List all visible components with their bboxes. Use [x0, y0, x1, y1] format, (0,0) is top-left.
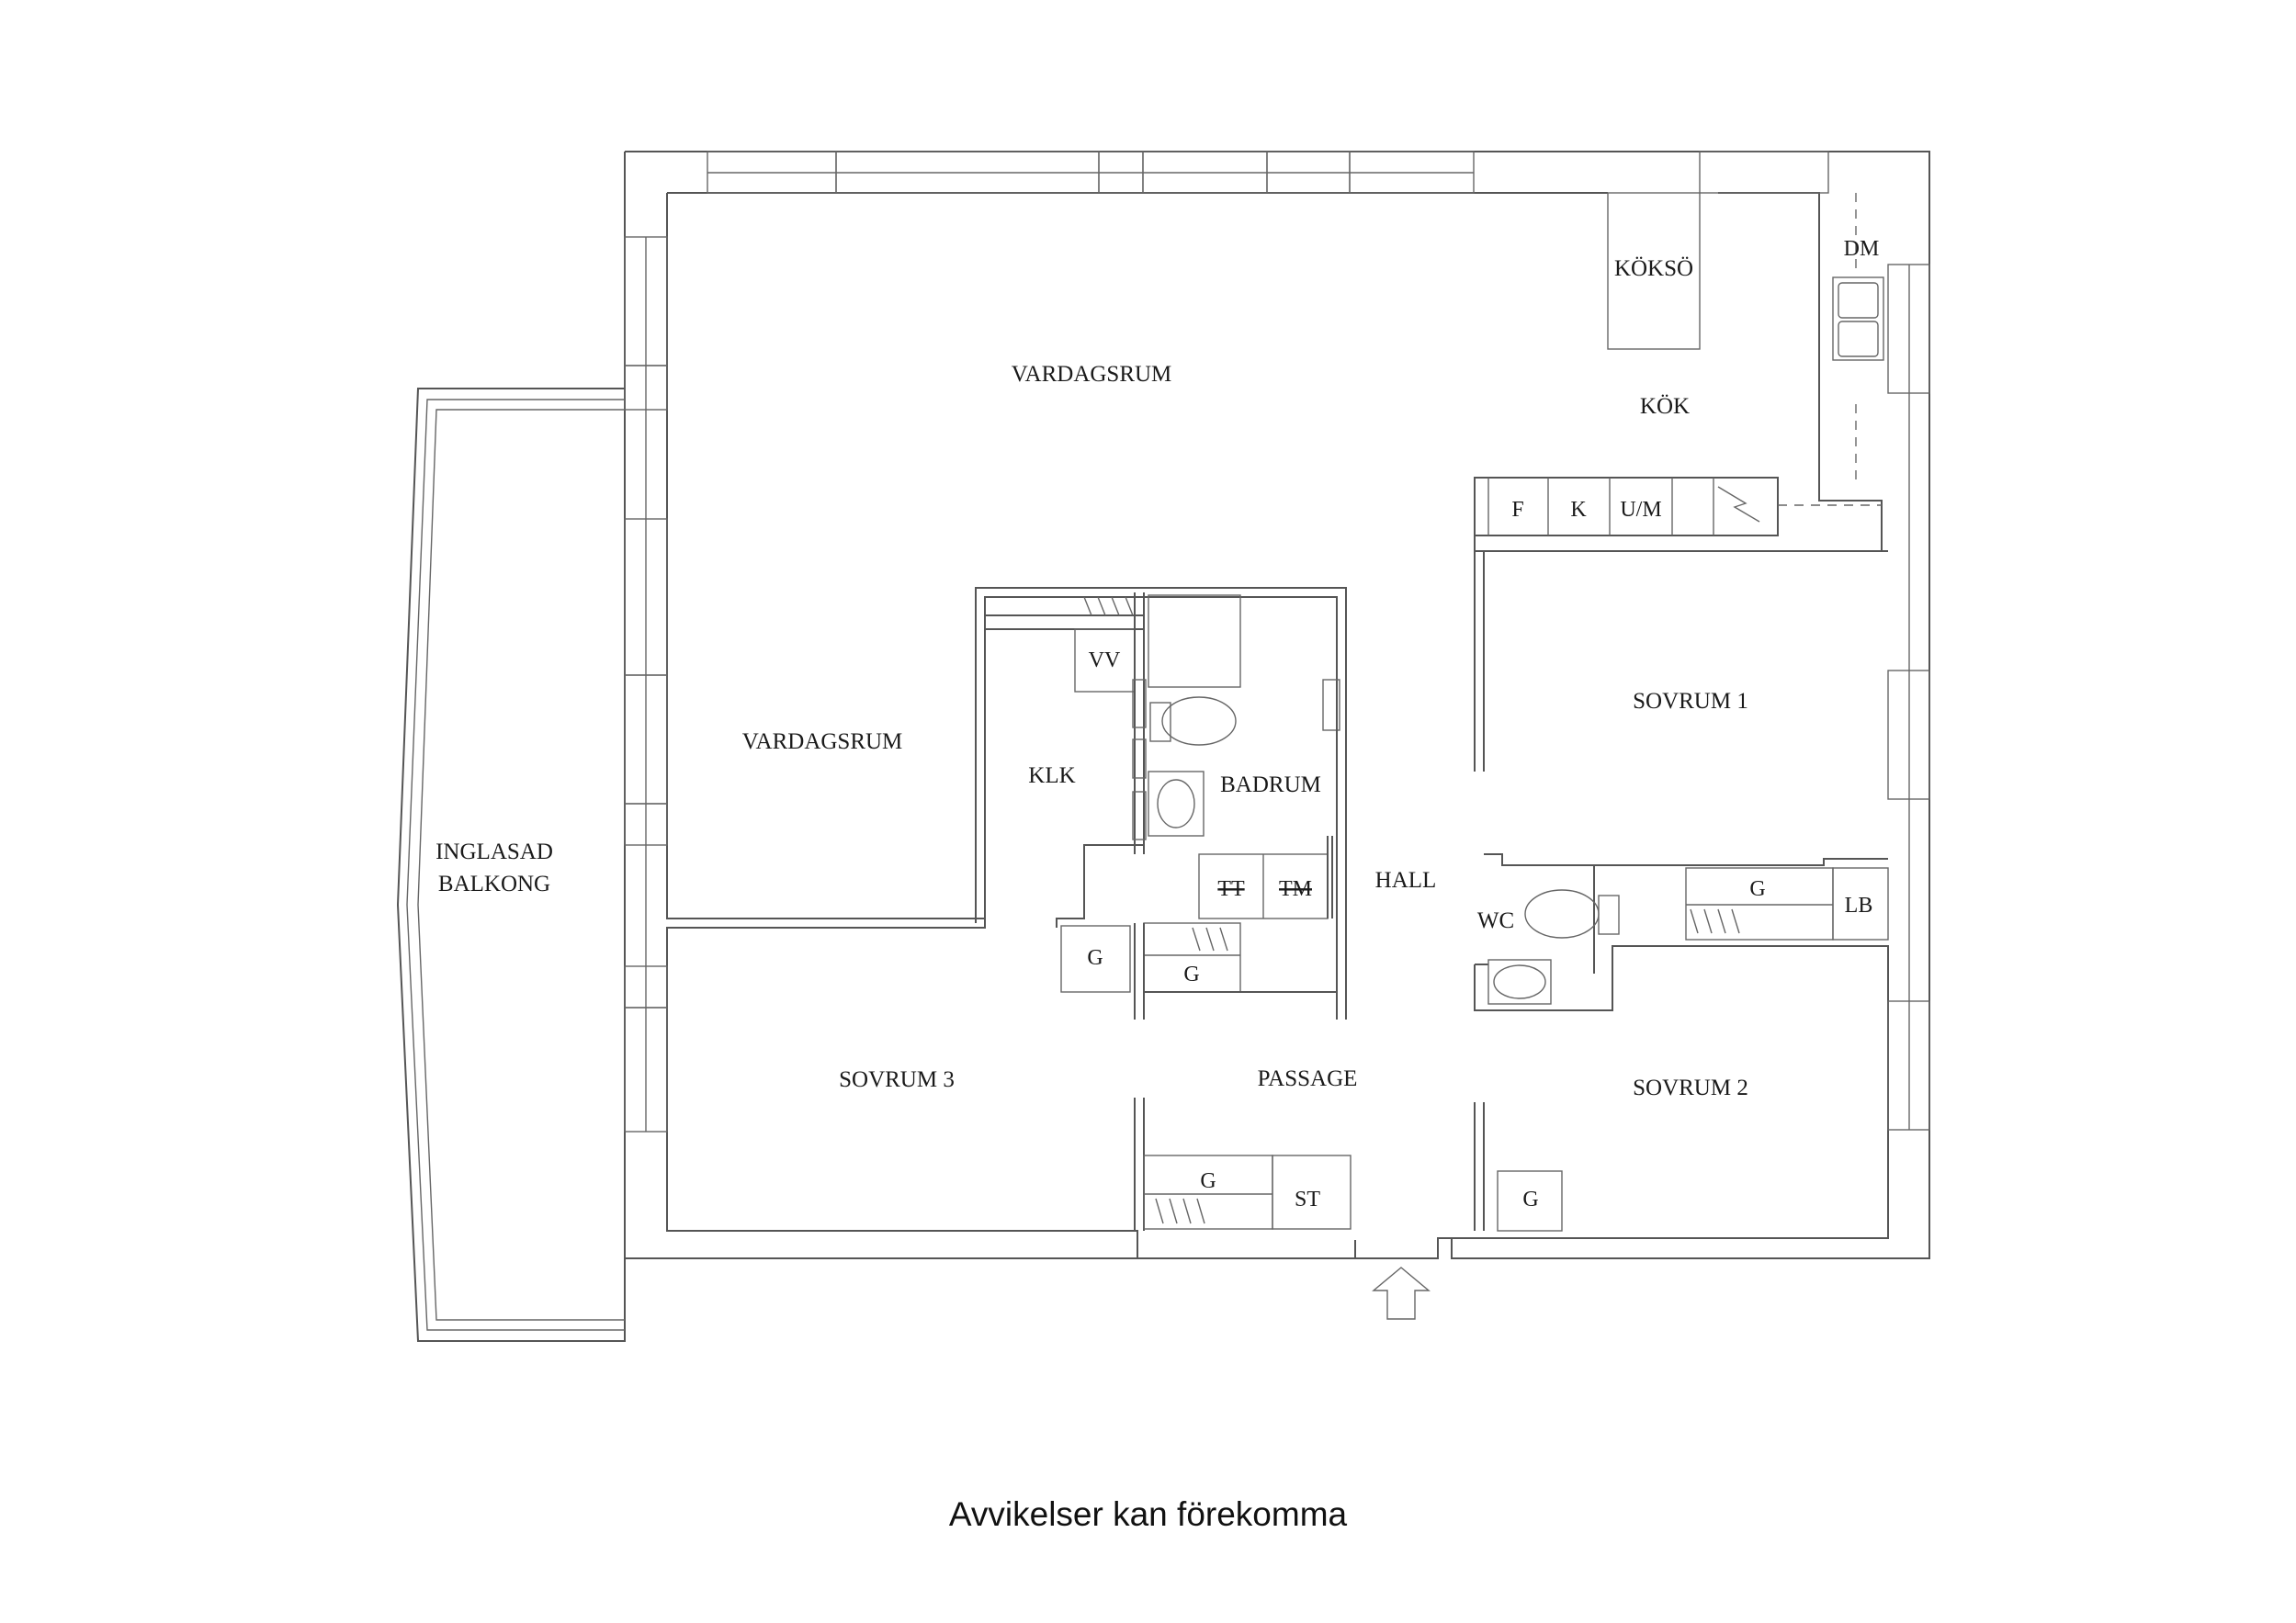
room-label-passage: PASSAGE: [1258, 1066, 1358, 1091]
entrance-arrow-icon: [1372, 1267, 1431, 1320]
room-label-sovrum-1: SOVRUM 1: [1633, 689, 1748, 714]
room-label-kok: KÖK: [1640, 394, 1690, 419]
fixture-label-k: K: [1570, 498, 1587, 522]
room-label-balkong-line1: INGLASAD: [435, 840, 553, 864]
room-label-koksö: KÖKSÖ: [1614, 256, 1693, 281]
fixture-label-st: ST: [1295, 1188, 1320, 1212]
fixture-label-vv: VV: [1089, 648, 1121, 672]
fixture-label-tm: TM: [1279, 877, 1312, 901]
room-label-badrum: BADRUM: [1220, 772, 1321, 797]
fixture-label-g-passage: G: [1200, 1169, 1216, 1193]
interior-walls: [975, 192, 1889, 1232]
fixture-label-g-klk: G: [1087, 946, 1103, 970]
fixture-label-f: F: [1511, 498, 1523, 522]
fixture-label-um: U/M: [1620, 498, 1661, 522]
room-label-klk: KLK: [1028, 763, 1075, 788]
room-label-vardagsrum-top: VARDAGSRUM: [1012, 362, 1172, 387]
fixture-label-g-closet: G: [1183, 963, 1199, 986]
fixture-label-dm: DM: [1844, 237, 1880, 261]
room-label-wc: WC: [1477, 908, 1514, 933]
outer-walls: [418, 151, 1930, 1342]
fixture-label-tt: TT: [1217, 877, 1245, 901]
room-label-balkong-line2: BALKONG: [438, 872, 550, 896]
fixture-label-lb: LB: [1845, 894, 1873, 918]
disclaimer-caption: Avvikelser kan förekomma: [948, 1495, 1348, 1533]
fixture-label-g-sovrum2: G: [1522, 1188, 1538, 1212]
room-label-vardagsrum-left: VARDAGSRUM: [742, 729, 903, 754]
balcony-outline: [396, 388, 625, 1342]
fixture-label-g-hall: G: [1749, 877, 1765, 901]
room-label-sovrum-3: SOVRUM 3: [839, 1067, 955, 1092]
room-label-sovrum-2: SOVRUM 2: [1633, 1076, 1748, 1100]
room-label-hall: HALL: [1375, 868, 1437, 893]
